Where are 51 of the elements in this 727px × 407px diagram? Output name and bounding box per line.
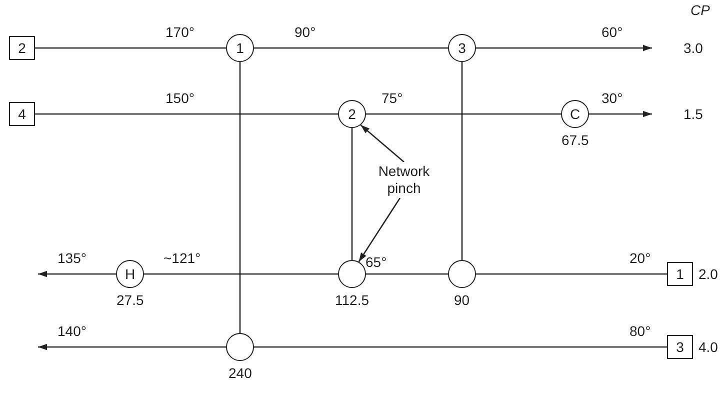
duty-label: 90 [454,292,470,308]
cp-value: 2.0 [698,266,718,282]
stream-line [35,113,338,115]
stream-line [366,113,561,115]
exchanger-circle: C [561,100,589,128]
stream-line [366,273,448,275]
cp-value: 4.0 [698,339,718,355]
stream-line [254,346,667,348]
stream-arrow [38,344,226,350]
exchanger-circle [448,260,476,288]
exchanger-circle: 2 [338,100,366,128]
temperature-label: 80° [630,323,651,339]
cp-value: 1.5 [684,106,703,122]
temperature-label: 65° [366,254,387,270]
exchanger-circle: H [116,260,144,288]
stream-arrow [589,110,652,118]
cp-value: 3.0 [684,40,703,56]
duty-label: 67.5 [562,132,589,148]
stream-line [254,47,448,49]
temperature-label: 75° [382,90,403,106]
temperature-label: 60° [602,24,623,40]
stream-box: 1 [667,262,693,286]
temperature-label: 140° [58,323,86,339]
stream-line [144,273,338,275]
leader-arrow [360,124,404,162]
leader-arrow [358,198,401,262]
stream-line [35,47,226,49]
temperature-label: 135° [58,250,86,266]
column-heading: CP [690,2,710,18]
stream-line [351,128,353,260]
stream-line [239,62,241,333]
exchanger-circle: 3 [448,34,476,62]
temperature-label: 30° [602,90,623,106]
temperature-label: 150° [166,90,194,106]
stream-box: 3 [667,335,693,359]
temperature-label: 170° [166,24,194,40]
exchanger-circle [226,333,254,361]
duty-label: 27.5 [116,292,144,308]
duty-label: 112.5 [335,292,369,308]
duty-label: 240 [228,365,252,381]
stream-line [476,273,667,275]
temperature-label: ~121° [164,250,201,266]
stream-line [461,62,463,260]
temperature-label: 90° [294,24,316,40]
stream-box: 4 [9,102,35,126]
stream-box: 2 [9,36,35,60]
stream-arrow [38,270,116,278]
exchanger-circle: 1 [226,34,254,62]
temperature-label: 20° [630,250,651,266]
exchanger-circle [338,260,366,288]
stream-arrow [476,44,652,52]
